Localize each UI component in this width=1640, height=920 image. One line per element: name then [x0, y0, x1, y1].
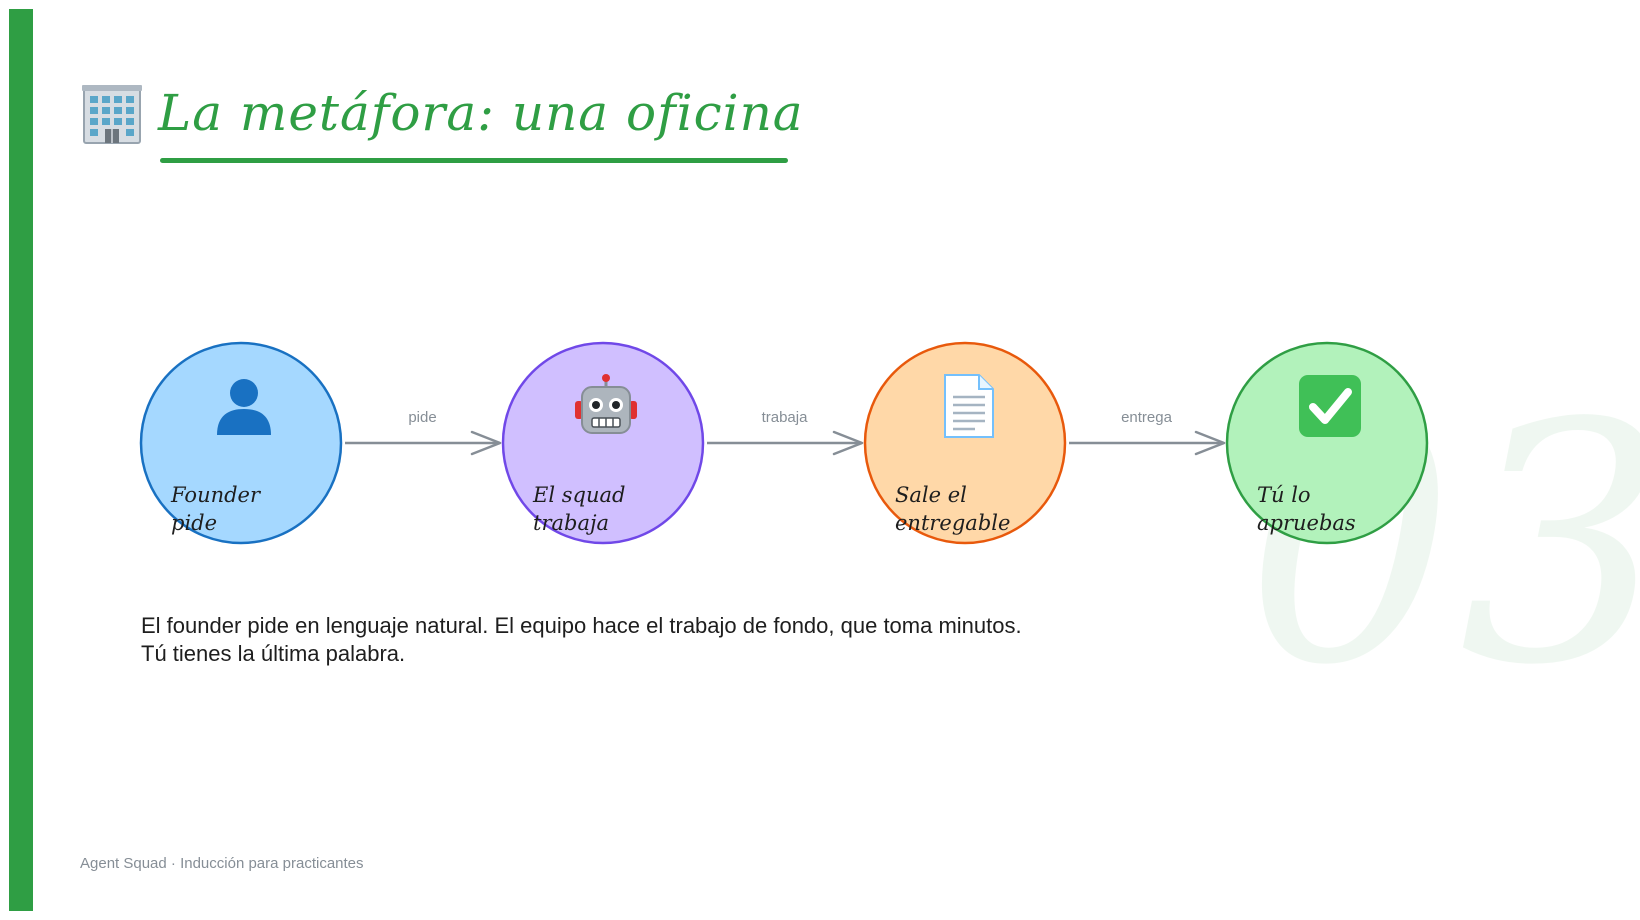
flow-node-circle — [1225, 341, 1429, 545]
flow-node-squad: El squad trabaja — [503, 343, 703, 543]
flow-node-label: Sale el entregable — [895, 483, 1011, 535]
flow-marks — [139, 341, 1429, 545]
flow-arrow-head — [1194, 430, 1226, 456]
flow-node-circle — [139, 341, 343, 545]
edge-label-trabaja: trabaja — [761, 409, 808, 426]
footer: Agent Squad · Inducción para practicante… — [80, 855, 364, 872]
description: El founder pide en lenguaje natural. El … — [141, 612, 1141, 668]
title-underline — [160, 158, 788, 163]
edge-label-pide: pide — [408, 409, 437, 426]
flow-node-label: Founder pide — [171, 483, 261, 535]
description-line-2: Tú tienes la última palabra. — [141, 641, 406, 666]
flow-node-circle — [863, 341, 1067, 545]
flow-node-approve: Tú lo apruebas — [1227, 343, 1427, 543]
office-building-icon — [82, 85, 142, 144]
document-icon — [944, 374, 994, 438]
description-line-1: El founder pide en lenguaje natural. El … — [141, 613, 1022, 638]
flow-node-founder: Founder pide — [141, 343, 341, 543]
edge-label-entrega: entrega — [1121, 409, 1172, 426]
person-silhouette-icon — [217, 379, 271, 435]
flow-node-label: Tú lo apruebas — [1257, 483, 1356, 535]
robot-icon — [575, 374, 637, 434]
flow-node-circle — [501, 341, 705, 545]
flow-arrow-head — [470, 430, 502, 456]
check-mark-button-icon — [1299, 375, 1361, 437]
flow-node-deliverable: Sale el entregable — [865, 343, 1065, 543]
flow-arrow-head — [832, 430, 864, 456]
title-row: La metáfora: una oficina — [80, 78, 804, 148]
accent-bar — [9, 9, 33, 911]
flow-node-label: El squad trabaja — [533, 483, 626, 535]
page-title: La metáfora: una oficina — [158, 84, 804, 142]
